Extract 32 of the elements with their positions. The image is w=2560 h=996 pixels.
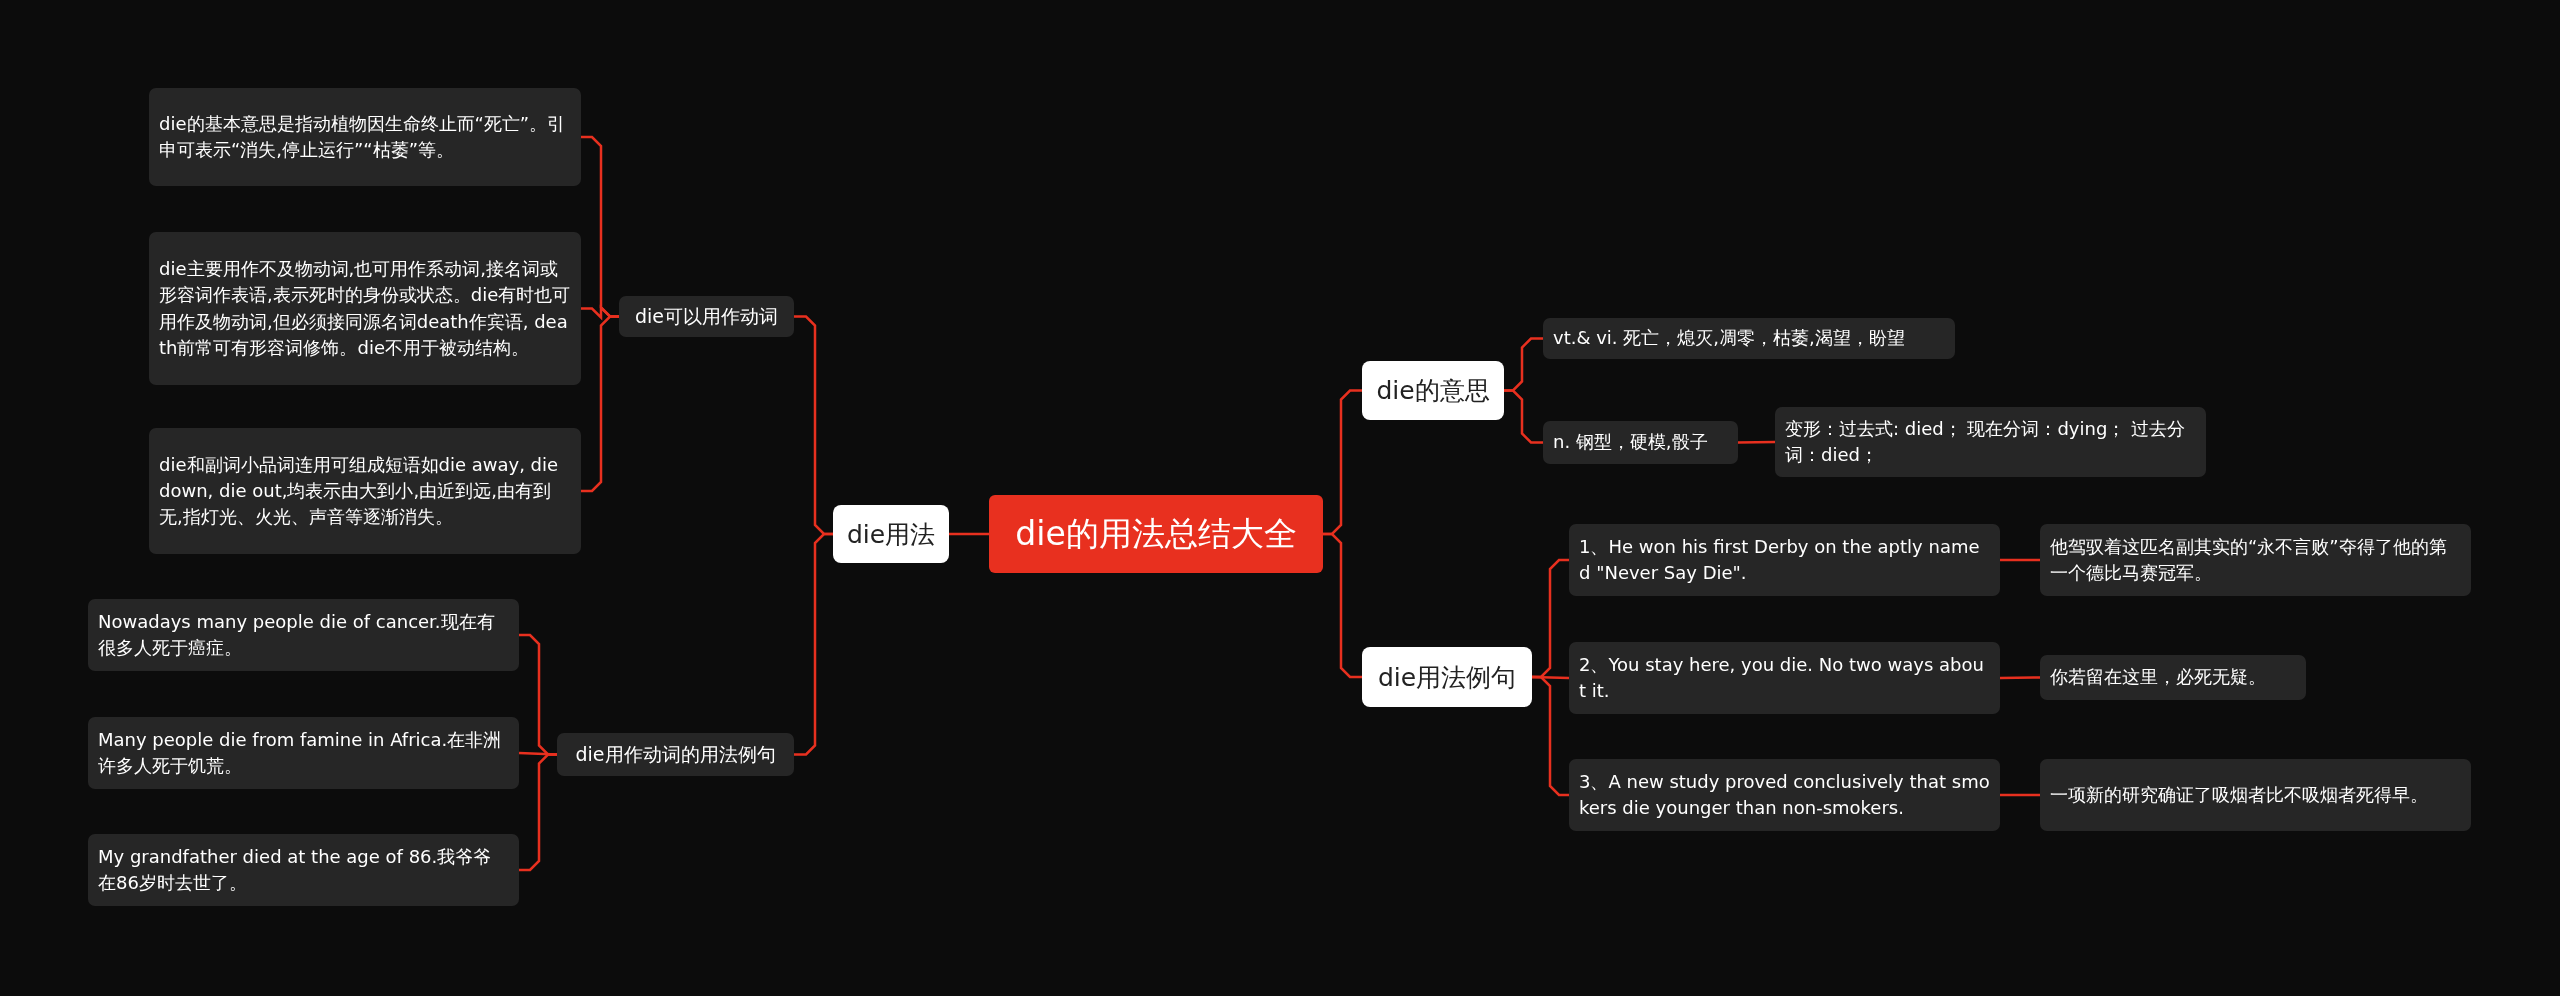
note-box: 变形：过去式: died； 现在分词：dying； 过去分词：died； <box>1775 407 2206 477</box>
connector-line <box>2000 558 2040 562</box>
connector-line <box>794 532 833 756</box>
note-box: n. 钢型，硬模,骰子 <box>1543 421 1738 464</box>
subtopic-box: die可以用作动词 <box>619 296 794 337</box>
note-box: Nowadays many people die of cancer.现在有很多人死于癌症。 <box>88 599 519 671</box>
subtopic-box: die用作动词的用法例句 <box>557 733 794 776</box>
connector-line <box>1532 675 1569 797</box>
note-box: die和副词小品词连用可组成短语如die away, die down, die out,均表示由大到小,由近到远,由有到无,指灯光、火光、声音等逐渐消失。 <box>149 428 581 554</box>
topic-box: die用法 <box>833 505 949 563</box>
note-box: 一项新的研究确证了吸烟者比不吸烟者死得早。 <box>2040 759 2471 831</box>
connector-line <box>1323 532 1362 679</box>
note-box: 3、A new study proved conclusively that smokers die younger than non-smokers. <box>1569 759 2000 831</box>
connector-line <box>581 315 619 493</box>
connector-line <box>1504 389 1543 444</box>
note-box: 你若留在这里，必死无疑。 <box>2040 655 2306 700</box>
note-box: 他驾驭着这匹名副其实的“永不言败”夺得了他的第一个德比马赛冠军。 <box>2040 524 2471 596</box>
note-box: My grandfather died at the age of 86.我爷爷在86岁时去世了。 <box>88 834 519 906</box>
connector-line <box>949 532 989 536</box>
topic-box: die的意思 <box>1362 361 1504 420</box>
note-box: 1、He won his first Derby on the aptly named "Never Say Die". <box>1569 524 2000 596</box>
note-box: Many people die from famine in Africa.在非洲许多人死于饥荒。 <box>88 717 519 789</box>
note-box: vt.& vi. 死亡，熄灭,凋零，枯萎,渴望，盼望 <box>1543 318 1955 359</box>
topic-box: die用法例句 <box>1362 647 1532 707</box>
note-box: die的基本意思是指动植物因生命终止而“死亡”。引申可表示“消失,停止运行”“枯萎”等。 <box>149 88 581 186</box>
note-box: die主要用作不及物动词,也可用作系动词,接名词或形容词作表语,表示死时的身份或状态。die有时也可用作及物动词,但必须接同源名词death作宾语, death前常可有形容词修饰。die不用于被动结构。 <box>149 232 581 385</box>
note-box: 2、You stay here, you die. No two ways about it. <box>1569 642 2000 714</box>
central-topic: die的用法总结大全 <box>989 495 1323 573</box>
connector-line <box>2000 793 2040 797</box>
connector-line <box>1738 440 1775 444</box>
connector-line <box>2000 676 2040 680</box>
connector-line <box>519 753 557 872</box>
